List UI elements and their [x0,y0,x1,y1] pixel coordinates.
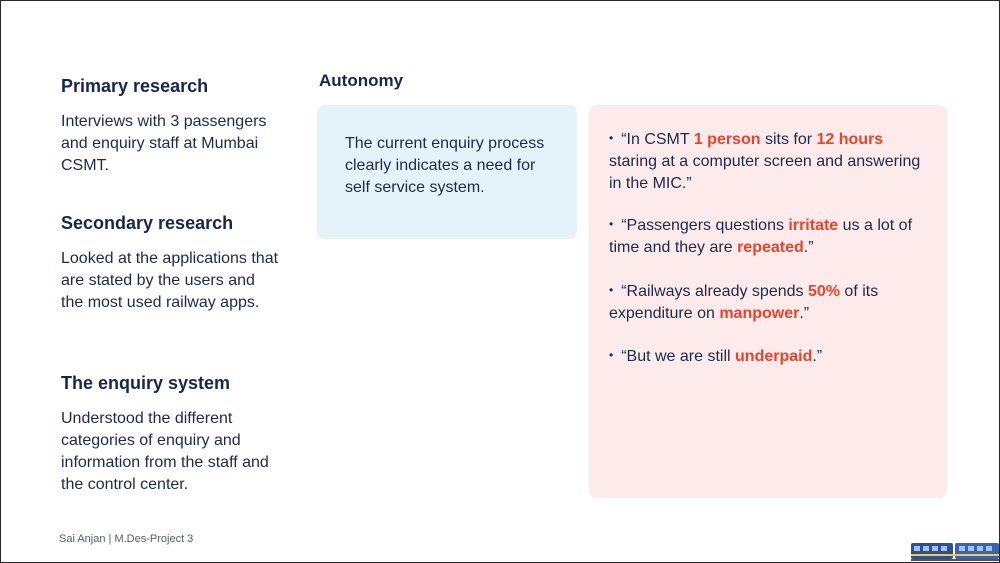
bullet-icon: • [609,217,614,231]
quote-text: of its expenditure on [609,283,879,322]
quote-item: • “Passengers questions irritate us a lot… [609,215,929,259]
autonomy-title: Autonomy [319,71,404,90]
bullet-icon: • [609,283,614,297]
quote-highlight: 1 person [693,131,761,148]
summary-text: The current enquiry process clearly indi… [345,135,545,196]
quote-text: .” [799,305,810,322]
quote-text: “Passengers questions [621,217,789,234]
quote-text: us a lot of time and they are [609,217,913,256]
train-icon [911,543,999,561]
quote-text: “In CSMT [621,131,694,148]
secondary-research-heading: Secondary research [61,213,234,233]
quote-highlight: 50% [807,283,840,300]
secondary-research-text: Looked at the applications that are stat… [61,250,279,311]
enquiry-system-text: Understood the different categories of e… [61,410,269,493]
secondary-research-section: Secondary research Looked at the applica… [61,212,281,314]
quote-text: “Railways already spends [621,283,808,300]
quote-item: • “Railways already spends 50% of its exp… [609,281,929,325]
quote-text: .” [803,239,814,256]
primary-research-section: Primary research Interviews with 3 passe… [61,75,281,177]
quote-highlight: manpower [719,305,800,322]
quote-text: “But we are still [621,348,736,365]
summary-card: The current enquiry process clearly indi… [317,105,577,239]
quote-highlight: irritate [788,217,839,234]
quotes-card: • “In CSMT 1 person sits for 12 hours sta… [589,105,947,498]
footer-credit: Sai Anjan | M.Des-Project 3 [59,533,194,545]
quote-text: .” [812,348,823,365]
quote-text: sits for [760,131,817,148]
primary-research-heading: Primary research [61,76,209,96]
quote-highlight: 12 hours [816,131,884,148]
quote-highlight: underpaid [735,348,813,365]
primary-research-text: Interviews with 3 passengers and enquiry… [61,113,267,174]
bullet-icon: • [609,348,614,362]
quote-text: staring at a computer screen and answeri… [609,153,921,192]
quote-item: • “But we are still underpaid.” [609,346,929,368]
quote-highlight: repeated [737,239,804,256]
enquiry-system-heading: The enquiry system [61,373,231,393]
quote-item: • “In CSMT 1 person sits for 12 hours sta… [609,129,929,195]
enquiry-system-section: The enquiry system Understood the differ… [61,372,281,496]
bullet-icon: • [609,131,614,145]
